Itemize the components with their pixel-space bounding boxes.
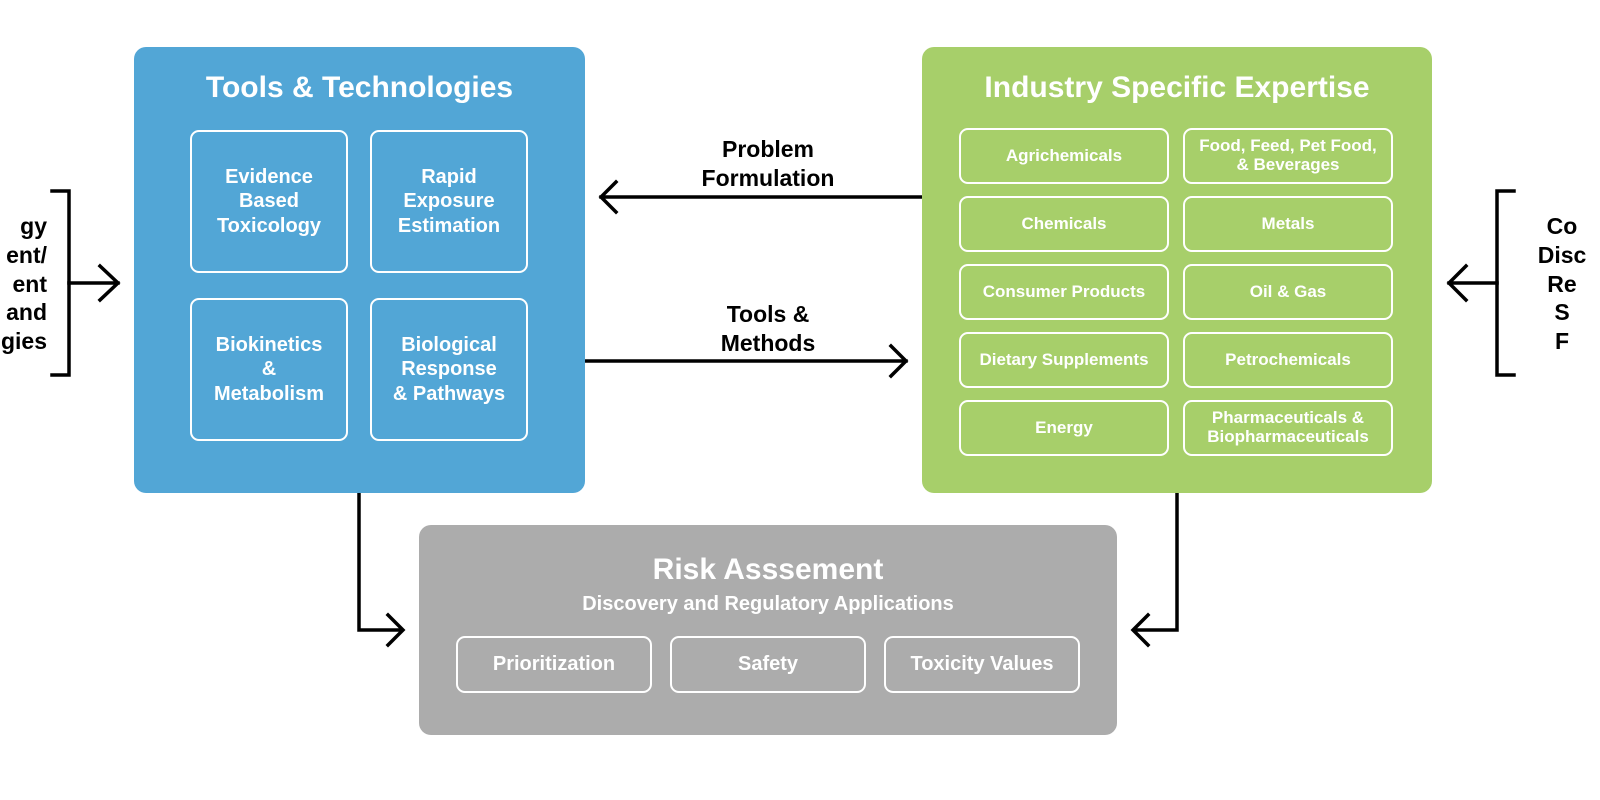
problem-formulation-label: Problem Formulation (701, 136, 835, 191)
tools-to-risk-arrow (357, 491, 406, 648)
risk-panel-title: Risk Asssement (652, 553, 884, 586)
risk-tile-prioritization[interactable]: Prioritization (456, 636, 652, 693)
industry-tile-petrochemicals[interactable]: Petrochemicals (1183, 332, 1393, 388)
right-side-label: Co Disc Re S F (1537, 213, 1587, 354)
industry-tile-energy[interactable]: Energy (959, 400, 1169, 456)
tools-technologies-panel: Tools & Technologies Evidence Based Toxi… (134, 47, 585, 493)
industry-tile-metals[interactable]: Metals (1183, 196, 1393, 252)
risk-assessment-panel: Risk Asssement Discovery and Regulatory … (419, 525, 1117, 735)
industry-tile-chemicals[interactable]: Chemicals (959, 196, 1169, 252)
problem-formulation-arrow (598, 179, 924, 215)
tools-methods-label: Tools & Methods (720, 301, 816, 356)
tool-tile-evidence-based-toxicology[interactable]: Evidence Based Toxicology (190, 130, 348, 273)
industry-panel-title: Industry Specific Expertise (984, 71, 1370, 104)
industry-tile-consumer-products[interactable]: Consumer Products (959, 264, 1169, 320)
risk-tile-toxicity-values[interactable]: Toxicity Values (884, 636, 1080, 693)
risk-panel-subtitle: Discovery and Regulatory Applications (582, 593, 954, 615)
risk-tile-safety[interactable]: Safety (670, 636, 866, 693)
industry-tile-dietary-supplements[interactable]: Dietary Supplements (959, 332, 1169, 388)
industry-expertise-panel: Industry Specific Expertise Agrichemical… (922, 47, 1432, 493)
industry-tile-agrichemicals[interactable]: Agrichemicals (959, 128, 1169, 184)
tools-methods-arrow (583, 343, 909, 379)
industry-to-risk-arrow (1130, 491, 1179, 648)
industry-tile-food-feed[interactable]: Food, Feed, Pet Food, & Beverages (1183, 128, 1393, 184)
tools-panel-title: Tools & Technologies (205, 71, 514, 104)
industry-tile-oil-gas[interactable]: Oil & Gas (1183, 264, 1393, 320)
tool-tile-biological-response-pathways[interactable]: Biological Response & Pathways (370, 298, 528, 441)
tool-tile-rapid-exposure-estimation[interactable]: Rapid Exposure Estimation (370, 130, 528, 273)
left-arrow (67, 263, 121, 303)
right-arrow (1446, 263, 1499, 303)
right-bracket (1495, 189, 1516, 377)
industry-tile-pharmaceuticals[interactable]: Pharmaceuticals & Biopharmaceuticals (1183, 400, 1393, 456)
left-side-label: gy ent/ ent and gies (0, 213, 47, 354)
left-bracket (50, 189, 71, 377)
tool-tile-biokinetics-metabolism[interactable]: Biokinetics & Metabolism (190, 298, 348, 441)
